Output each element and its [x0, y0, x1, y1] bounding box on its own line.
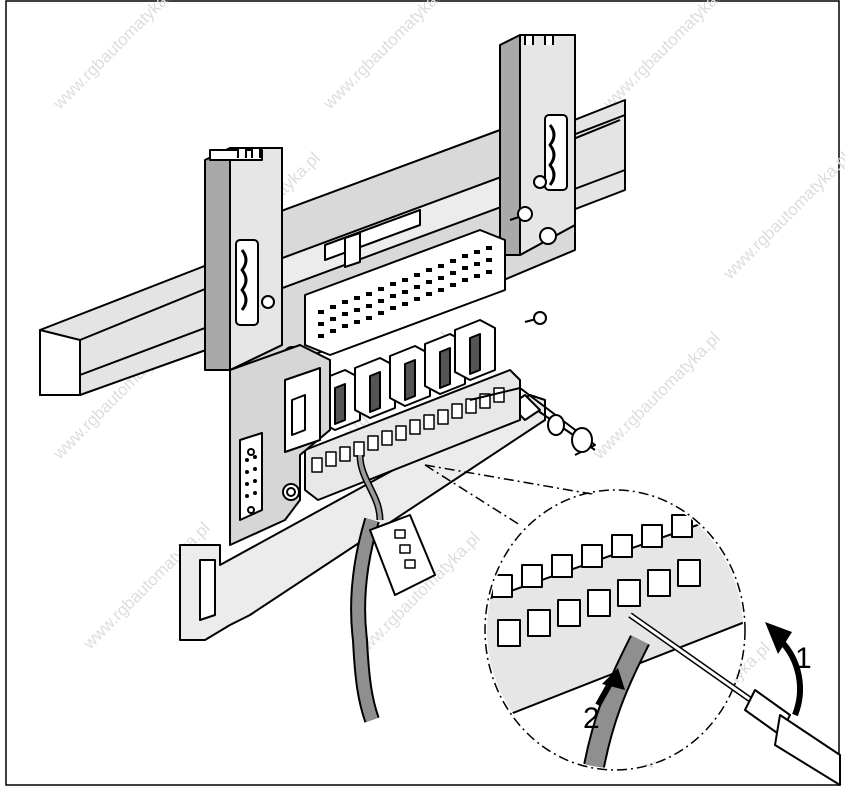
figure-frame	[5, 0, 840, 786]
push-arrow	[595, 668, 625, 707]
svg-text:www.rgbautomatyka.pl: www.rgbautomatyka.pl	[589, 328, 724, 463]
connector-pins	[318, 246, 492, 338]
svg-text:www.rgbautomatyka.pl: www.rgbautomatyka.pl	[719, 148, 845, 283]
svg-text:www.rgbautomatyka.pl: www.rgbautomatyka.pl	[599, 0, 734, 114]
right-column	[499, 34, 576, 256]
support-arm	[469, 387, 596, 456]
callout-label-2: 2	[583, 702, 600, 735]
svg-text:www.rgbautomatyka.pl: www.rgbautomatyka.pl	[49, 0, 184, 114]
screwdriver	[628, 612, 841, 786]
interface-housing	[229, 344, 331, 546]
backplane-connector	[304, 209, 506, 356]
magnified-terminal-detail	[487, 492, 743, 768]
svg-text:www.rgbautomatyka.pl: www.rgbautomatyka.pl	[319, 0, 454, 114]
left-column	[204, 147, 283, 371]
field-cable	[350, 454, 436, 723]
callout-label-1: 1	[795, 642, 812, 675]
sub-d-pins	[245, 455, 257, 498]
rotation-arrow	[765, 622, 803, 717]
plug-in-blocks	[319, 319, 496, 431]
